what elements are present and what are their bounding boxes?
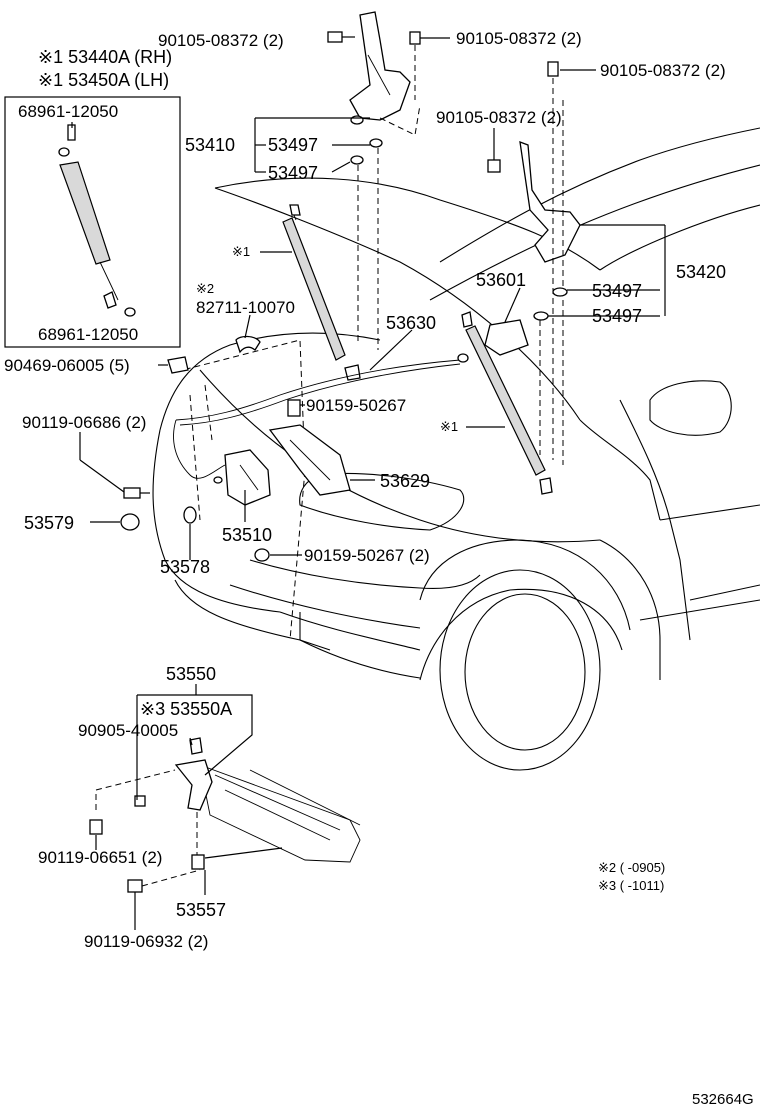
label-90159-50267-b: 90159-50267 (2) [304,546,430,565]
washer-icon [369,138,383,148]
label-90105-08372-c: 90105-08372 (2) [600,61,726,80]
hood-hinge-rh [327,11,450,350]
label-53440a-rh: ※1 53440A (RH) [38,47,172,67]
label-53630: 53630 [386,313,436,333]
note-2-applicability: ※2 ( -0905) [598,860,665,875]
label-68961-12050-bottom: 68961-12050 [38,325,138,344]
label-90105-08372-d: 90105-08372 (2) [436,108,562,127]
label-90469-06005: 90469-06005 (5) [4,356,130,375]
label-53629: 53629 [380,471,430,491]
washer-icon [350,115,364,125]
clip-icon [287,399,301,417]
label-90119-06686: 90119-06686 (2) [22,413,146,432]
label-53557: 53557 [176,900,226,920]
label-53601: 53601 [476,270,526,290]
release-cable-and-latch [120,319,529,562]
clip-icon [167,356,189,374]
hood-support-inset [4,96,181,348]
label-53420: 53420 [676,262,726,282]
label-90905-40005: 90905-40005 [78,721,178,740]
label-note-2: ※2 [196,281,214,296]
diagram-id: 532664G [692,1091,754,1108]
label-82711-10070: 82711-10070 [196,298,295,317]
vehicle-body-outline [152,127,760,771]
cushion-icon [120,513,140,531]
label-53497-c: 53497 [592,281,642,301]
clip-icon [254,548,270,562]
label-53550: 53550 [166,664,216,684]
label-53579: 53579 [24,513,74,533]
label-53497-a: 53497 [268,135,318,155]
bolt-icon [327,31,343,43]
label-90105-08372-b: 90105-08372 (2) [456,29,582,48]
hood-hinge-lh [487,61,596,465]
part-number-labels: 90105-08372 (2) 90105-08372 (2) 90105-08… [4,29,754,1108]
label-53510: 53510 [222,525,272,545]
clip-icon [235,335,261,354]
label-note-1-b: ※1 [440,419,458,434]
label-90119-06651: 90119-06651 (2) [38,848,162,867]
hood-support-struts [282,204,553,495]
bolt-icon [409,31,421,45]
label-90105-08372-a: 90105-08372 (2) [158,31,284,50]
label-90159-50267-a: 90159-50267 [306,396,406,415]
label-53450a-lh: ※1 53450A (LH) [38,70,169,90]
bolt-icon [89,819,103,835]
cushion-icon [183,506,197,524]
bolt-icon [547,61,559,77]
leader-lines [79,117,666,930]
bolt-icon [487,159,501,173]
hood-lock-icon [484,319,529,356]
washer-icon [533,311,549,321]
label-53550a: ※3 53550A [140,699,232,719]
hood-catch-detail [89,737,361,893]
label-53410: 53410 [185,135,235,155]
washer-icon [552,287,568,297]
label-53497-d: 53497 [592,306,642,326]
label-68961-12050-top: 68961-12050 [18,102,118,121]
washer-icon [350,155,364,165]
label-note-1-a: ※1 [232,244,250,259]
label-53497-b: 53497 [268,163,318,183]
note-3-applicability: ※3 ( -1011) [598,878,664,893]
hood-lock-icon [224,449,271,506]
label-90119-06932: 90119-06932 (2) [84,932,208,951]
label-53578: 53578 [160,557,210,577]
bolt-icon [127,879,143,893]
bolt-icon [123,487,141,499]
